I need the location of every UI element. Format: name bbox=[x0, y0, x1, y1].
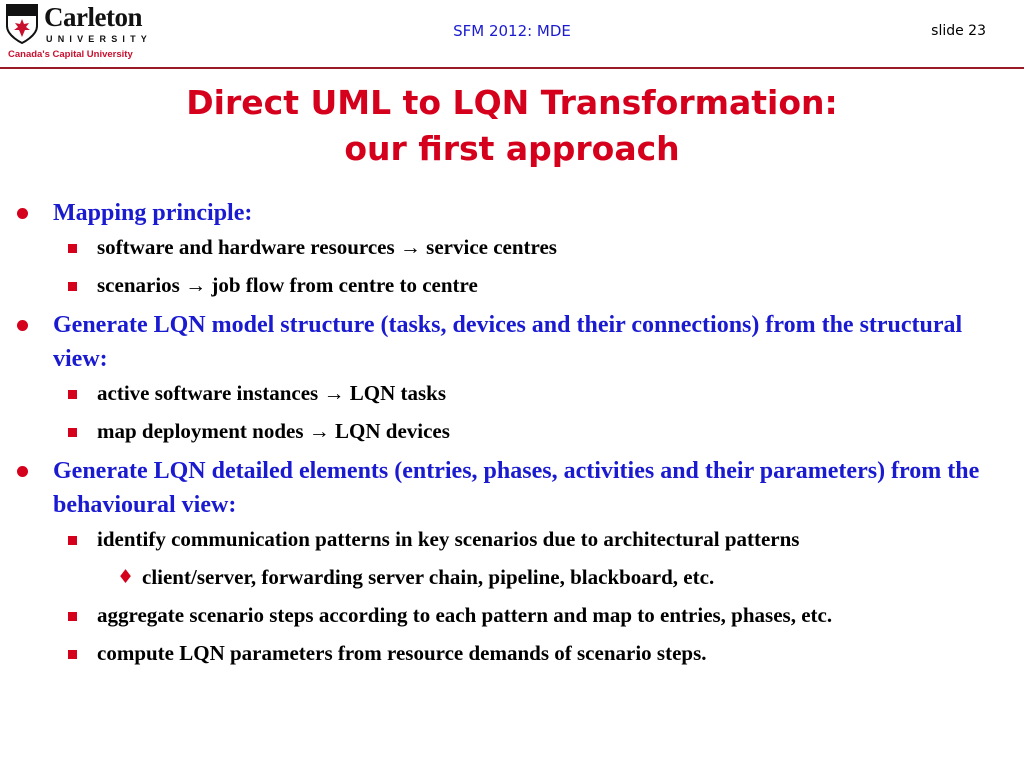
square-bullet-icon bbox=[68, 390, 77, 399]
bullet-generate-structure: Generate LQN model structure (tasks, dev… bbox=[0, 308, 1024, 376]
header-divider bbox=[0, 67, 1024, 69]
sub-bullet-text: software and hardware resources → servic… bbox=[97, 235, 557, 259]
square-bullet-icon bbox=[68, 650, 77, 659]
slide-title-line-1: Direct UML to LQN Transformation: bbox=[186, 83, 838, 122]
header-title: SFM 2012: MDE bbox=[453, 22, 571, 40]
square-bullet-icon bbox=[68, 244, 77, 253]
round-bullet-icon bbox=[17, 320, 28, 331]
sub-sub-bullet: ♦ client/server, forwarding server chain… bbox=[0, 562, 1024, 592]
bullet-text: Generate LQN detailed elements (entries,… bbox=[53, 458, 980, 518]
sub-bullet-text: compute LQN parameters from resource dem… bbox=[97, 641, 707, 665]
sub-sub-bullet-text: client/server, forwarding server chain, … bbox=[142, 565, 715, 589]
sub-bullet-text: scenarios → job flow from centre to cent… bbox=[97, 273, 478, 297]
sub-bullet-text: aggregate scenario steps according to ea… bbox=[97, 603, 833, 627]
sub-bullet-text: active software instances → LQN tasks bbox=[97, 381, 447, 405]
sub-bullet: identify communication patterns in key s… bbox=[0, 524, 1024, 554]
sub-bullet: active software instances → LQN tasks bbox=[0, 378, 1024, 408]
sub-bullet-text: identify communication patterns in key s… bbox=[97, 527, 800, 551]
sub-bullet: software and hardware resources → servic… bbox=[0, 232, 1024, 262]
round-bullet-icon bbox=[17, 466, 28, 477]
bullet-mapping-principle: Mapping principle: bbox=[0, 196, 1024, 230]
logo-tagline: Canada's Capital University bbox=[8, 49, 133, 60]
sub-bullet: scenarios → job flow from centre to cent… bbox=[0, 270, 1024, 300]
slide-number: slide 23 bbox=[931, 23, 986, 39]
round-bullet-icon bbox=[17, 208, 28, 219]
sub-bullet-text: map deployment nodes → LQN devices bbox=[97, 419, 450, 443]
bullet-generate-detailed: Generate LQN detailed elements (entries,… bbox=[0, 454, 1024, 522]
carleton-logo: Carleton UNIVERSITY Canada's Capital Uni… bbox=[6, 2, 156, 62]
square-bullet-icon bbox=[68, 282, 77, 291]
logo-subtitle: UNIVERSITY bbox=[46, 34, 153, 44]
slide-title: Direct UML to LQN Transformation: our fi… bbox=[0, 80, 1024, 172]
bullet-text: Mapping principle: bbox=[53, 200, 253, 226]
sub-bullet: aggregate scenario steps according to ea… bbox=[0, 600, 1024, 630]
slide-body: Mapping principle: software and hardware… bbox=[0, 196, 1024, 676]
shield-icon bbox=[6, 4, 38, 44]
sub-bullet: map deployment nodes → LQN devices bbox=[0, 416, 1024, 446]
square-bullet-icon bbox=[68, 428, 77, 437]
square-bullet-icon bbox=[68, 612, 77, 621]
bullet-text: Generate LQN model structure (tasks, dev… bbox=[53, 312, 963, 372]
logo-name: Carleton bbox=[44, 2, 142, 32]
slide-title-line-2: our first approach bbox=[344, 129, 680, 168]
diamond-bullet-icon: ♦ bbox=[117, 566, 135, 588]
sub-bullet: compute LQN parameters from resource dem… bbox=[0, 638, 1024, 668]
square-bullet-icon bbox=[68, 536, 77, 545]
